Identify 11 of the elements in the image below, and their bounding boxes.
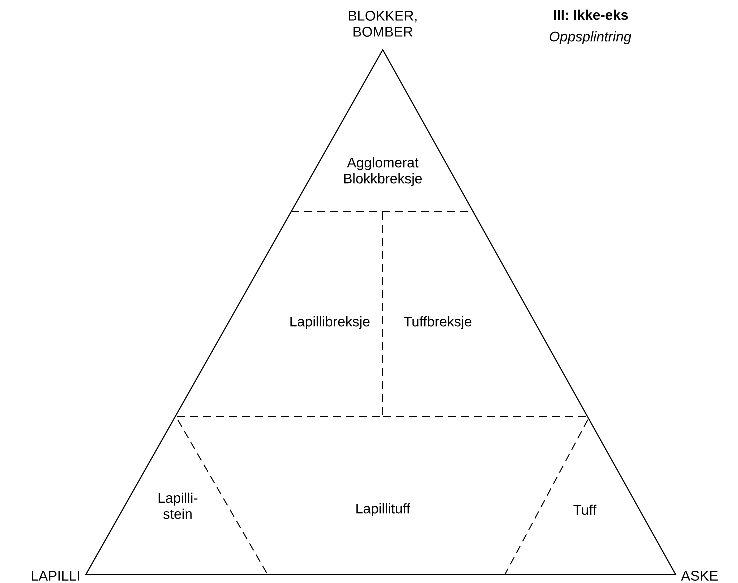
corner-label: ASKE bbox=[681, 571, 718, 581]
field-label: Tuffbreksje bbox=[404, 316, 472, 330]
field-label: Lapillibreksje bbox=[290, 316, 370, 330]
field-label: Tuff bbox=[574, 504, 597, 516]
field-label: Agglomerat Blokkbreksje bbox=[344, 157, 422, 187]
corner-label: BLOKKER, BOMBER bbox=[349, 11, 417, 37]
heading: III: Ikke-eks bbox=[554, 10, 628, 20]
heading: Oppsplintring bbox=[550, 31, 632, 44]
corner-label: LAPILLI bbox=[32, 571, 80, 581]
field-label: Lapillituff bbox=[356, 503, 410, 517]
field-label: Lapilli- stein bbox=[158, 492, 198, 520]
